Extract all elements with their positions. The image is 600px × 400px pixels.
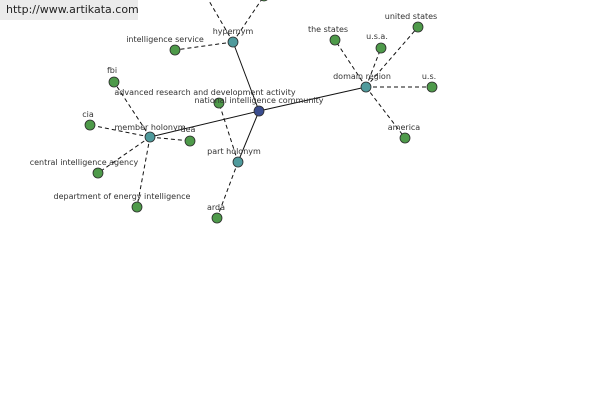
label-central-intelligence-agency[interactable]: central intelligence agency [30, 158, 139, 167]
node-domain-region[interactable] [360, 81, 372, 93]
edge-member_holonym-dea [149, 136, 191, 142]
graph-nodes [84, 0, 438, 224]
node-intelligence-service[interactable] [169, 44, 181, 56]
node-doe-intelligence[interactable] [131, 201, 143, 213]
edge-hypernym-top_b [232, 0, 262, 43]
edge-center-hypernym [232, 41, 260, 112]
edge-hypernym-top_a [207, 0, 234, 43]
label-ardaa[interactable]: advanced research and development activi… [114, 88, 295, 97]
label-united-states[interactable]: united states [385, 12, 437, 21]
node-center[interactable] [253, 105, 265, 117]
node-usa-dots[interactable] [375, 42, 387, 54]
label-doe-intelligence[interactable]: department of energy intelligence [54, 192, 191, 201]
edge-center-part_holonym [237, 110, 260, 163]
edge-part_holonym-ardaa [218, 102, 239, 163]
label-cia[interactable]: cia [82, 110, 94, 119]
label-america[interactable]: america [388, 123, 421, 132]
label-domain-region[interactable]: domain region [333, 72, 391, 81]
node-hypernym[interactable] [227, 36, 239, 48]
label-intelligence-service[interactable]: intelligence service [126, 35, 204, 44]
label-center[interactable]: national intelligence community [194, 96, 323, 105]
label-us[interactable]: u.s. [422, 72, 436, 81]
label-fbi[interactable]: fbi [107, 66, 117, 75]
edge-domain_region-united_states [365, 26, 419, 88]
label-hypernym[interactable]: hypernym [213, 27, 254, 36]
label-member-holonym[interactable]: member holonym [114, 123, 185, 132]
edge-hypernym-intelligence_service [174, 41, 234, 51]
node-member-holonym[interactable] [144, 131, 156, 143]
edge-part_holonym-arda [216, 161, 239, 219]
edge-center-domain_region [258, 86, 367, 112]
edge-domain_region-the_states [334, 39, 367, 88]
graph-labels: national intelligence community hypernym d… [30, 12, 438, 212]
node-arda[interactable] [211, 212, 223, 224]
node-ardaa[interactable] [213, 97, 225, 109]
edge-domain_region-usa_dots [365, 47, 382, 88]
label-arda[interactable]: arda [207, 203, 225, 212]
edge-member_holonym-central_intelligence_agency [97, 136, 151, 174]
label-part-holonym[interactable]: part holonym [207, 147, 261, 156]
graph-edges [89, 0, 432, 219]
edge-member_holonym-doe_intelligence [136, 136, 151, 208]
node-cia[interactable] [84, 119, 96, 131]
edge-member_holonym-fbi [113, 81, 151, 138]
edge-member_holonym-cia [89, 124, 151, 138]
node-part-holonym[interactable] [232, 156, 244, 168]
node-us[interactable] [426, 81, 438, 93]
node-united-states[interactable] [412, 21, 424, 33]
site-watermark[interactable]: http://www.artikata.com [0, 0, 139, 20]
edge-domain_region-america [365, 86, 406, 139]
node-america[interactable] [399, 132, 411, 144]
label-dea[interactable]: dea [181, 125, 196, 134]
node-top-b[interactable] [259, 0, 269, 2]
node-central-intelligence-agency[interactable] [92, 167, 104, 179]
node-the-states[interactable] [329, 34, 341, 46]
node-fbi[interactable] [108, 76, 120, 88]
label-usa-dots[interactable]: u.s.a. [366, 32, 388, 41]
node-dea[interactable] [184, 135, 196, 147]
label-the-states[interactable]: the states [308, 25, 348, 34]
edge-center-member_holonym [149, 110, 260, 138]
